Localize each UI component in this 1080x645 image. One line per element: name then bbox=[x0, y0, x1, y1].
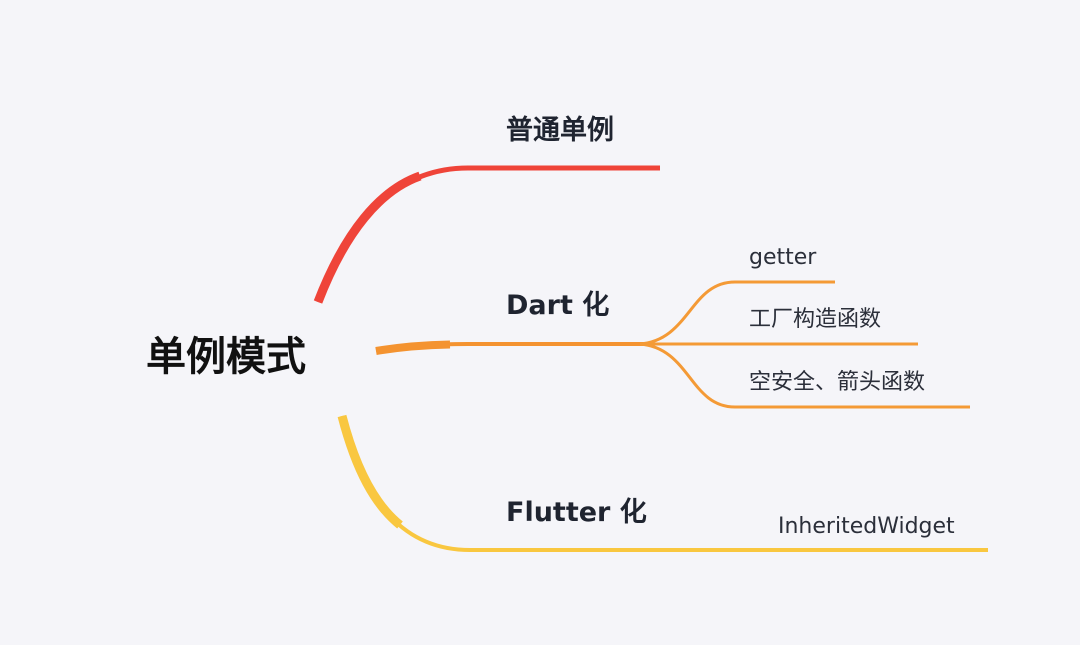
leaf-factory-constructor: 工厂构造函数 bbox=[749, 307, 882, 332]
branch-connector-normal-singleton bbox=[315, 165, 660, 303]
leaf-null-safety-arrow-function: 空安全、箭头函数 bbox=[749, 370, 926, 395]
branch-connector-normal-singleton-thick bbox=[313, 171, 422, 304]
branch-dart: Dart 化 bbox=[506, 290, 610, 321]
branch-connector-flutter-thick bbox=[337, 414, 403, 529]
leaf-inherited-widget: InheritedWidget bbox=[778, 514, 955, 539]
branch-normal-singleton: 普通单例 bbox=[506, 115, 614, 146]
root-topic: 单例模式 bbox=[146, 334, 306, 380]
leaf-getter: getter bbox=[749, 245, 817, 270]
branch-connector-dart-thick bbox=[375, 340, 451, 355]
leaf-connector-getter bbox=[639, 280, 835, 346]
branch-flutter: Flutter 化 bbox=[506, 497, 647, 528]
leaf-connector-null-safety bbox=[639, 342, 970, 409]
